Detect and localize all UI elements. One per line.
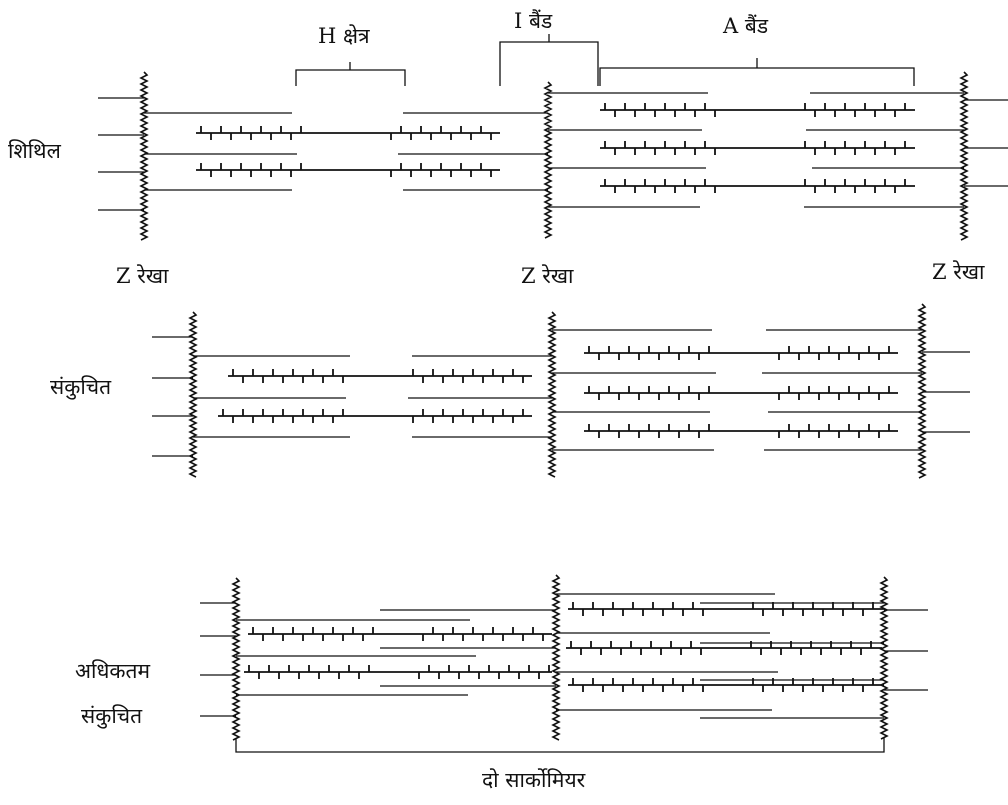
z-line-contracted-2	[547, 311, 557, 478]
i-band-bracket	[499, 34, 599, 86]
max-contracted-label-line2: संकुचित	[81, 704, 143, 728]
contracted-label: संकुचित	[50, 375, 112, 399]
bracket-lines	[235, 34, 915, 753]
z-line-label-1: Z रेखा	[116, 264, 169, 288]
z-line-relaxed-1	[139, 71, 149, 241]
myosin-filaments	[196, 103, 915, 692]
relaxed-label: शिथिल	[8, 139, 61, 163]
max-contracted-label-line1: अधिकतम	[75, 659, 151, 683]
h-zone-label: H क्षेत्र	[318, 24, 370, 48]
a-band-bracket	[599, 58, 915, 86]
z-line-relaxed-3	[959, 71, 969, 241]
z-lines	[139, 71, 969, 741]
z-line-relaxed-2	[543, 81, 553, 239]
z-line-contracted-3	[917, 303, 927, 479]
z-line-label-2: Z रेखा	[521, 264, 574, 288]
actin-filaments	[98, 92, 1008, 719]
two-sarcomeres-bracket	[235, 738, 885, 753]
i-band-label: I बैंड	[514, 9, 553, 33]
two-sarcomeres-label: दो सार्कोमियर	[482, 768, 586, 792]
z-line-contracted-1	[188, 311, 198, 478]
z-line-max-2	[551, 574, 561, 741]
z-line-max-1	[231, 577, 241, 741]
h-zone-bracket	[295, 62, 406, 86]
z-line-label-3: Z रेखा	[932, 260, 985, 284]
z-line-max-3	[879, 576, 889, 740]
a-band-label: A बैंड	[723, 14, 769, 38]
